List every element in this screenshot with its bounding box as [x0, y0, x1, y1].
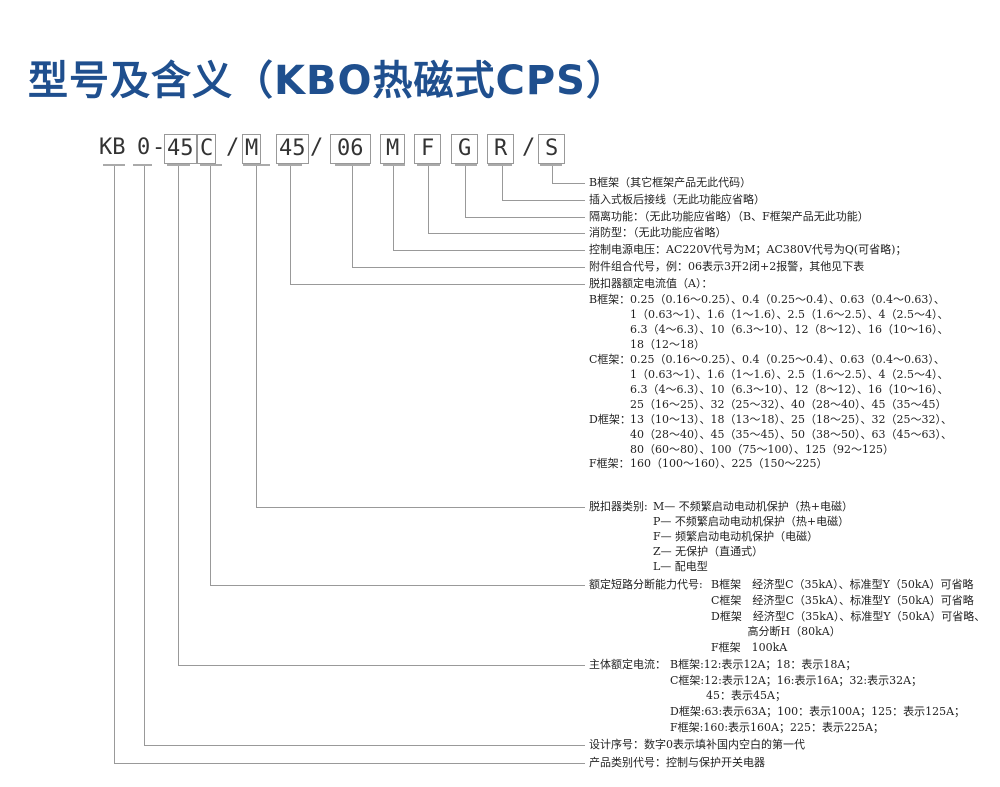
underline [417, 164, 440, 166]
leader-line [465, 166, 466, 217]
rated-line: 6.3（4～6.3）、10（6.3～10）、12（8～12）、16（10～16）… [630, 383, 949, 396]
leader-line [256, 166, 257, 507]
underline [540, 164, 562, 166]
leader-line [428, 166, 429, 233]
rated-line: 40（28～40）、45（35～45）、50（38～50）、63（45～63）、 [630, 428, 952, 441]
desc-plug-in: 插入式板后接线（无此功能应省略） [589, 193, 765, 206]
break-line: F框架 100kA [711, 641, 788, 654]
code-main-current: 45 [164, 134, 197, 164]
code-slash: / [226, 135, 240, 160]
rated-line: 80（60～80）、100（75～100）、125（92～125） [630, 443, 894, 456]
leader-line [256, 507, 585, 508]
rated-line: 0.25（0.16～0.25）、0.4（0.25～0.4）、0.63（0.4～0… [630, 353, 945, 366]
main-line: D框架:63:表示63A；100：表示100A；125：表示125A； [670, 705, 966, 718]
trip-line: F— 频繁启动电动机保护（电磁） [653, 530, 819, 543]
break-line: C框架 经济型C（35kA）、标准型Y（50kA）可省略 [711, 594, 974, 607]
trip-line: P— 不频繁启动电动机保护（热+电磁） [653, 515, 850, 528]
break-line: B框架 经济型C（35kA）、标准型Y（50kA）可省略 [711, 578, 974, 591]
trip-heading: 脱扣器类别: [589, 500, 648, 513]
page-title: 型号及含义（KBO热磁式CPS） [28, 58, 627, 104]
desc-accessory: 附件组合代号，例：06表示3开2闭+2报警，其他见下表 [589, 260, 865, 273]
code-rated-current: 45 [276, 134, 309, 164]
underline [383, 164, 405, 166]
desc-isolation: 隔离功能：（无此功能应省略）（B、F框架产品无此功能） [589, 210, 869, 223]
leader-line [502, 166, 503, 200]
rated-line: 13（10～13）、18（13～18）、25（18～25）、32（25～32）、 [630, 413, 952, 426]
main-heading: 主体额定电流： [589, 658, 666, 671]
rated-d-label: D框架： [589, 413, 631, 426]
leader-line [290, 284, 585, 285]
rated-f-label: F框架： [589, 457, 630, 470]
desc-control-voltage: 控制电源电压：AC220V代号为M；AC380V代号为Q(可省略)； [589, 243, 907, 256]
rated-line: 1（0.63～1）、1.6（1～1.6）、2.5（1.6～2.5）、4（2.5～… [630, 308, 949, 321]
leader-line [114, 763, 585, 764]
underline [200, 164, 222, 166]
code-plug-in: R [487, 134, 515, 164]
code-isolation: G [451, 134, 479, 164]
underline [243, 164, 270, 166]
code-kb: KB [99, 135, 126, 160]
leader-line [502, 200, 585, 201]
underline [335, 164, 370, 166]
underline [167, 164, 190, 166]
code-breaking-capacity: C [197, 134, 217, 164]
trip-line: M— 不频繁启动电动机保护（热+电磁） [653, 500, 853, 513]
desc-frame: B框架（其它框架产品无此代码） [589, 176, 752, 189]
break-heading: 额定短路分断能力代号: [589, 578, 703, 591]
underline [133, 164, 152, 166]
leader-line [393, 166, 394, 250]
code-dash: - [152, 135, 166, 160]
rated-line: 160（100～160）、225（150～225） [630, 457, 828, 470]
break-line: D框架 经济型C（35kA）、标准型Y（50kA）可省略、 [711, 610, 986, 623]
main-line: F框架:160:表示160A；225：表示225A； [670, 721, 884, 734]
leader-line [178, 665, 585, 666]
trip-line: L— 配电型 [653, 560, 708, 573]
rated-b-label: B框架： [589, 293, 631, 306]
main-line: 45：表示45A； [706, 689, 786, 702]
leader-line [352, 166, 353, 267]
code-design-number: 0 [137, 135, 151, 160]
rated-line: 25（16～25）、32（25～32）、40（28～40）、45（35～45） [630, 398, 947, 411]
code-frame: S [538, 134, 566, 164]
leader-line [144, 166, 145, 745]
desc-product-category: 产品类别代号：控制与保护开关电器 [589, 756, 765, 769]
leader-line [428, 233, 585, 234]
break-line: 高分断H（80kA） [711, 625, 841, 638]
code-control-voltage: M [380, 134, 406, 164]
underline [488, 164, 512, 166]
rated-c-label: C框架： [589, 353, 631, 366]
leader-line [210, 166, 211, 585]
code-fire: F [414, 134, 442, 164]
rated-line: 1（0.63～1）、1.6（1～1.6）、2.5（1.6～2.5）、4（2.5～… [630, 368, 949, 381]
code-slash: / [310, 135, 324, 160]
code-accessory: 06 [330, 134, 371, 164]
leader-line [552, 183, 585, 184]
desc-design-number: 设计序号：数字0表示填补国内空白的第一代 [589, 738, 805, 751]
leader-line [465, 217, 585, 218]
leader-line [290, 166, 291, 284]
leader-line [393, 250, 585, 251]
leader-line [178, 166, 179, 665]
main-line: C框架:12:表示12A；16:表示16A；32:表示32A； [670, 674, 923, 687]
underline [278, 164, 302, 166]
leader-line [352, 267, 585, 268]
leader-line [210, 585, 585, 586]
desc-fire: 消防型：（无此功能应省略） [589, 226, 727, 239]
leader-line [552, 166, 553, 183]
rated-line: 6.3（4～6.3）、10（6.3～10）、12（8～12）、16（10～16）… [630, 323, 949, 336]
rated-line: 0.25（0.16～0.25）、0.4（0.25～0.4）、0.63（0.4～0… [630, 293, 945, 306]
rated-line: 18（12～18） [630, 338, 705, 351]
trip-line: Z— 无保护（直通式） [653, 545, 764, 558]
leader-line [114, 166, 115, 763]
underline [103, 164, 125, 166]
code-trip-type: M [242, 134, 262, 164]
underline [455, 164, 477, 166]
code-slash: / [522, 135, 536, 160]
leader-line [144, 745, 585, 746]
desc-rated-heading: 脱扣器额定电流值（A）： [589, 277, 713, 290]
main-line: B框架:12:表示12A；18：表示18A； [670, 658, 857, 671]
